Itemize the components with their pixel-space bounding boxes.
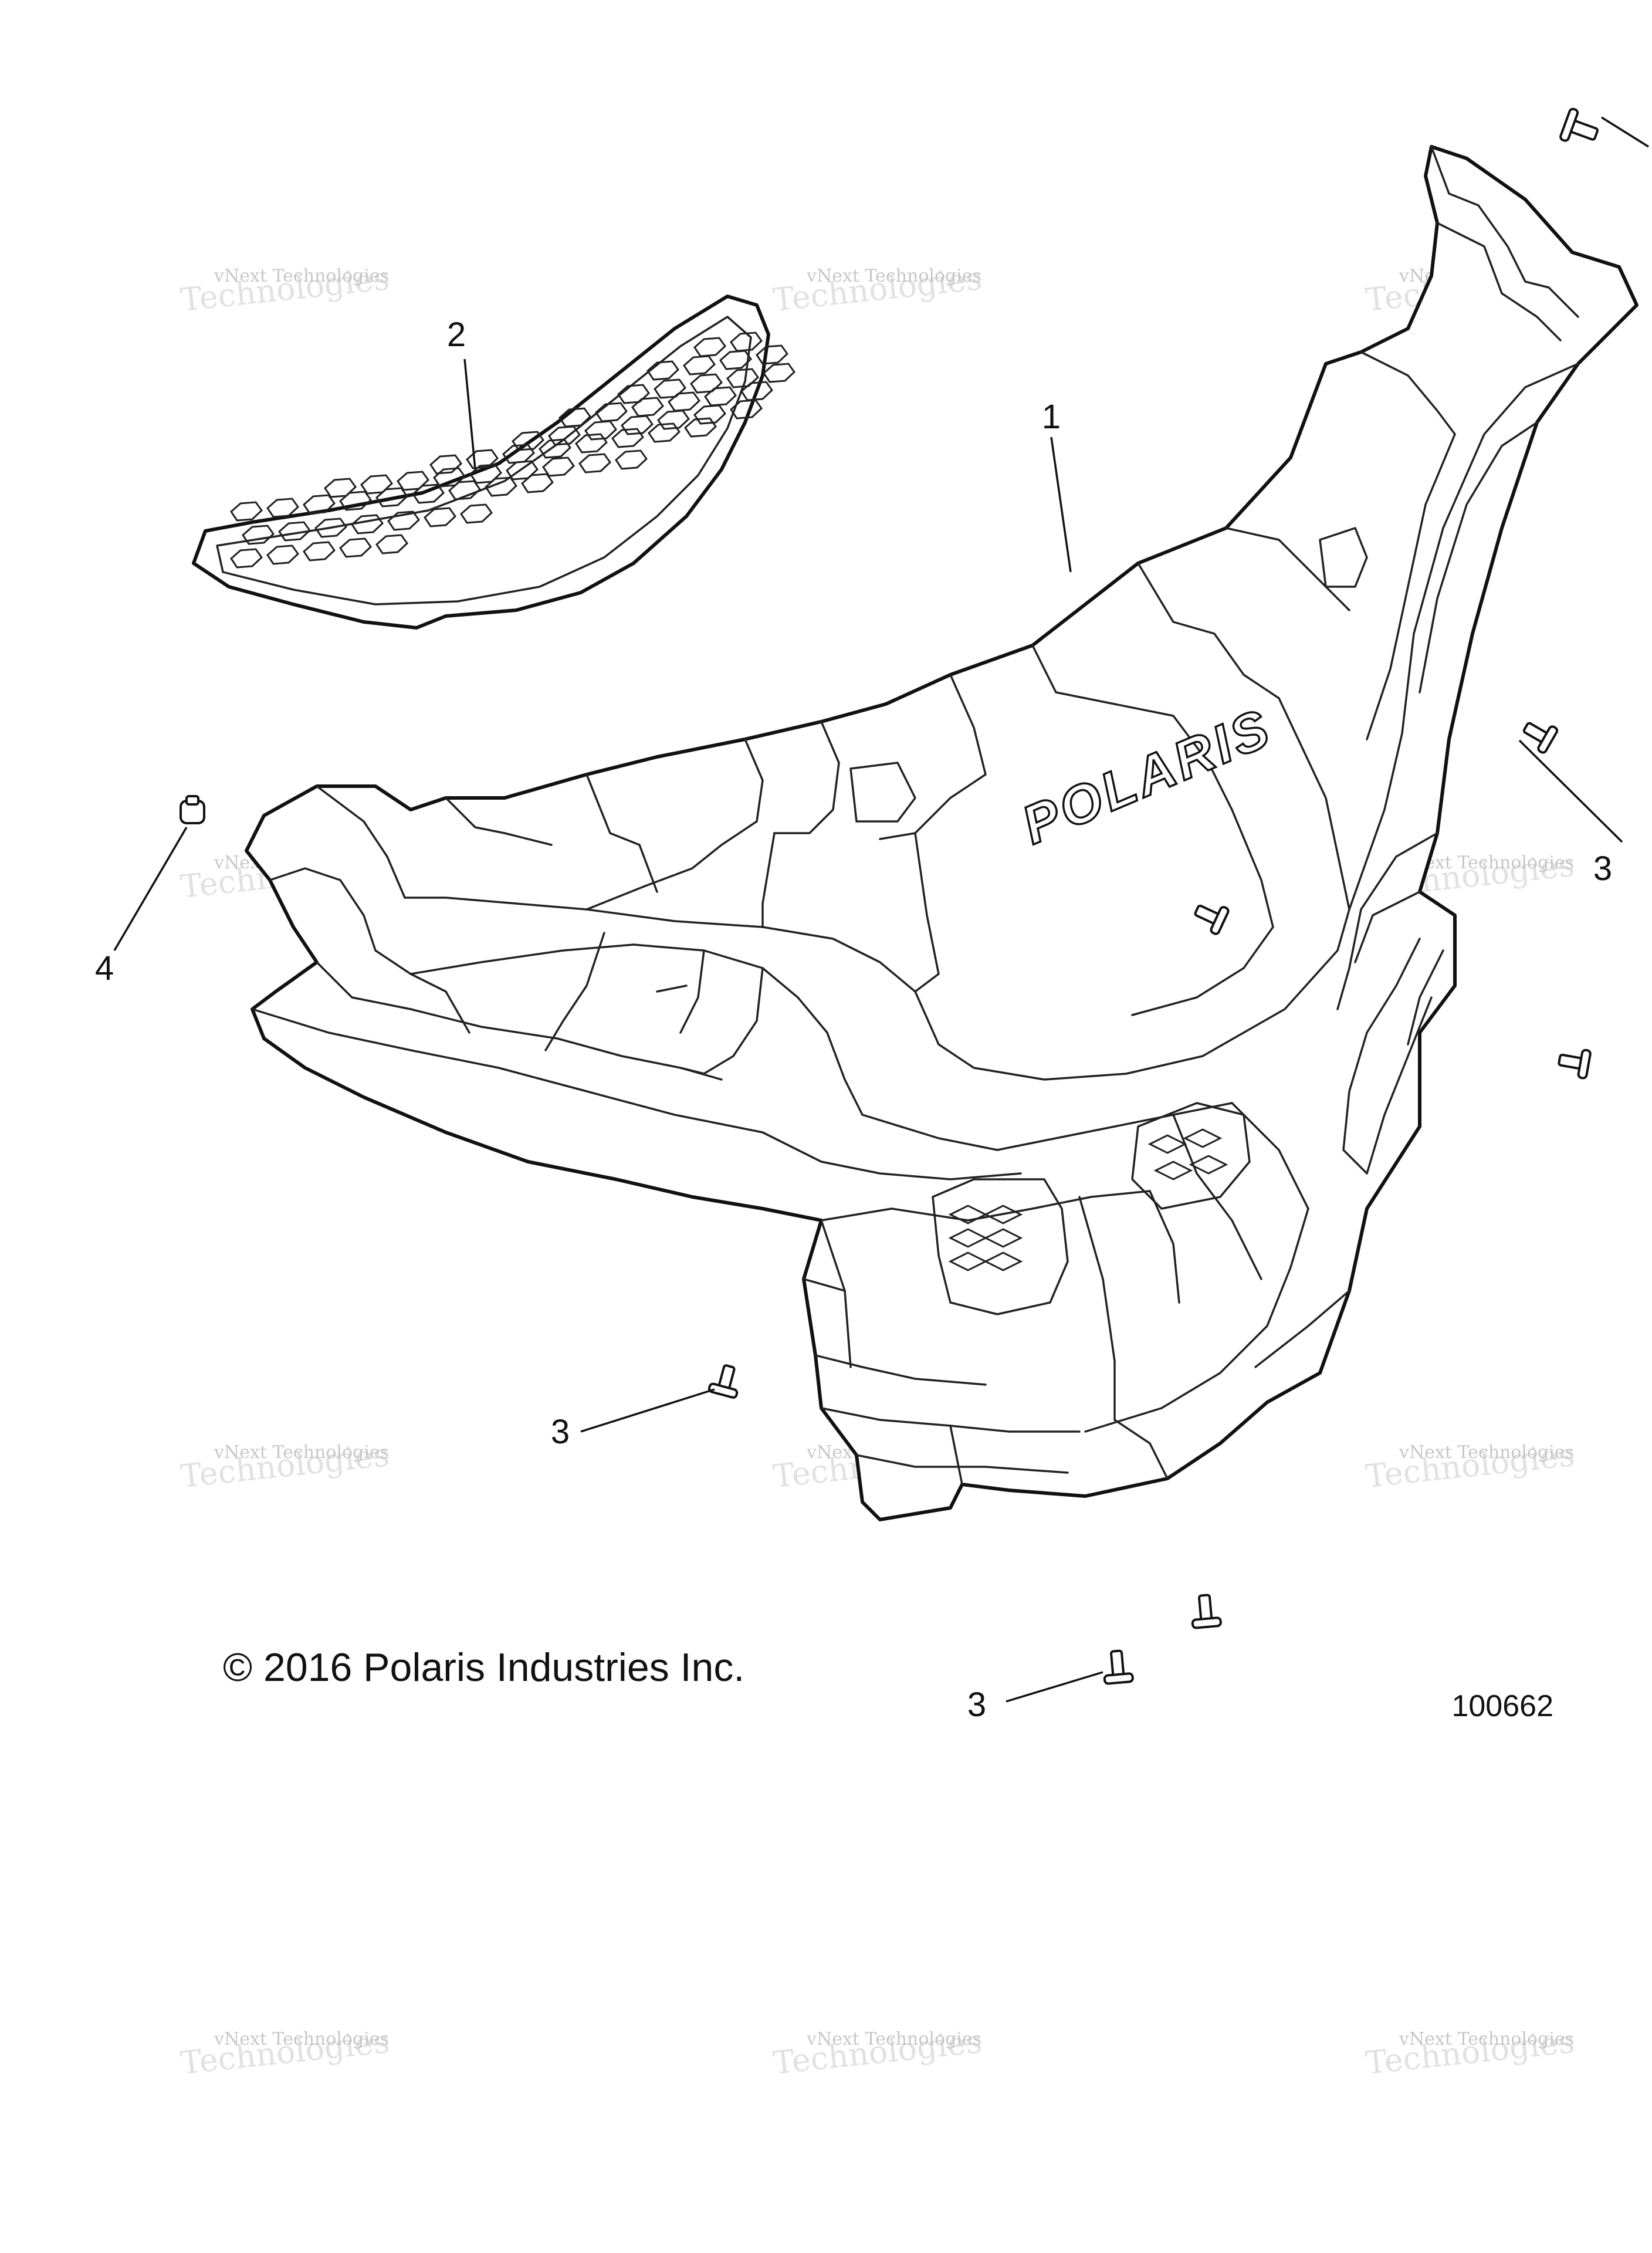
grille-cell (654, 378, 686, 399)
grille-cell (303, 541, 336, 561)
grille-cell (242, 525, 275, 545)
grille-cell (558, 407, 591, 428)
leader-lines (113, 116, 1649, 1703)
grille-cell (387, 510, 420, 531)
watermark: vNext Technologies Technologies (771, 260, 984, 319)
grille-cell (512, 431, 544, 451)
grille-cell (324, 478, 357, 498)
grille-cell (756, 344, 788, 365)
screw-icon (1558, 1048, 1592, 1080)
grille-cell (684, 417, 717, 438)
grille-cell (611, 428, 644, 448)
svg-text:vNext Technologies: vNext Technologies (214, 1442, 389, 1463)
grille-cell (646, 360, 679, 381)
callout-3: 3 (551, 1413, 570, 1451)
svg-text:vNext Technologies: vNext Technologies (806, 266, 981, 286)
grille-cell (429, 454, 462, 475)
grille-cell (693, 337, 726, 357)
screw-icon (1522, 722, 1559, 754)
grille-cell (595, 402, 628, 422)
grille-cell (278, 521, 311, 542)
grille-cell (730, 399, 763, 420)
grille-cell (584, 420, 617, 441)
watermark: vNext Technologies Technologies (771, 2023, 984, 2082)
grille-cell (615, 449, 648, 470)
grille-cell (339, 537, 372, 558)
grille-cell (375, 534, 408, 554)
callout-2: 2 (447, 316, 466, 354)
headlight-mesh (948, 1205, 1023, 1271)
grille-cell (230, 501, 263, 522)
grille-cell (230, 548, 263, 569)
grille-cell (424, 507, 456, 527)
callout-1: 1 (1042, 398, 1061, 436)
grille-cell (466, 449, 499, 469)
svg-text:vNext Technologies: vNext Technologies (1399, 1442, 1574, 1463)
callout-3: 3 (967, 1686, 986, 1724)
grille-cell (578, 453, 611, 473)
screw-icon (707, 1364, 739, 1399)
callout-4: 4 (95, 949, 114, 987)
grille-cell (351, 514, 384, 535)
svg-text:vNext Technologies: vNext Technologies (806, 2029, 981, 2049)
front-bumper-part: POLARIS (245, 145, 1639, 1521)
headlight-mesh (1147, 1128, 1228, 1180)
nut-clip-icon (180, 795, 205, 824)
watermark: vNext Technologies Technologies (1364, 1436, 1576, 1495)
grille-cell (548, 425, 581, 446)
svg-text:vNext Technologies: vNext Technologies (214, 266, 389, 286)
grille-cell (469, 464, 502, 484)
grille-cell (542, 456, 575, 477)
screw-icon (1103, 1649, 1134, 1685)
grille-cell (617, 384, 650, 404)
grille-cell (693, 404, 726, 425)
grille-part (192, 295, 795, 630)
grille-cell (719, 350, 752, 370)
screw-icon (1191, 1594, 1222, 1629)
callout-labels: 2 1 3 4 3 3 (95, 316, 1612, 1724)
copyright-notice: © 2016 Polaris Industries Inc. (223, 1645, 744, 1690)
grille-cell (397, 471, 429, 491)
screw-icon (1194, 904, 1230, 935)
grille-cell (460, 503, 493, 524)
grille-cell (303, 494, 336, 515)
grille-cell (266, 498, 299, 518)
svg-text:vNext Technologies: vNext Technologies (214, 2029, 389, 2049)
grille-cell (621, 415, 654, 435)
grille-cell (433, 467, 466, 488)
grille-cell (763, 363, 795, 383)
grille-cell (539, 438, 571, 459)
watermark: vNext Technologies Technologies (179, 2023, 391, 2082)
grille-cell (502, 444, 535, 464)
grille-cell (690, 373, 723, 394)
figure-number: 100662 (1451, 1689, 1553, 1723)
watermark: vNext Technologies Technologies (1364, 2023, 1576, 2082)
grille-cell (657, 410, 690, 430)
callout-3: 3 (1593, 850, 1612, 888)
grille-cell (726, 368, 759, 388)
grille-cell (730, 331, 763, 352)
grille-cell (575, 433, 608, 454)
grille-cell (648, 422, 681, 443)
screw-icon (1559, 107, 1599, 142)
grille-mesh (230, 331, 795, 569)
watermark: vNext Technologies Technologies (179, 260, 391, 319)
grille-cell (314, 517, 347, 538)
grille-cell (266, 544, 299, 565)
svg-text:vNext Technologies: vNext Technologies (1399, 2029, 1574, 2049)
grille-cell (360, 474, 393, 495)
grille-cell (683, 355, 716, 376)
watermark: vNext Technologies Technologies (179, 1436, 391, 1495)
